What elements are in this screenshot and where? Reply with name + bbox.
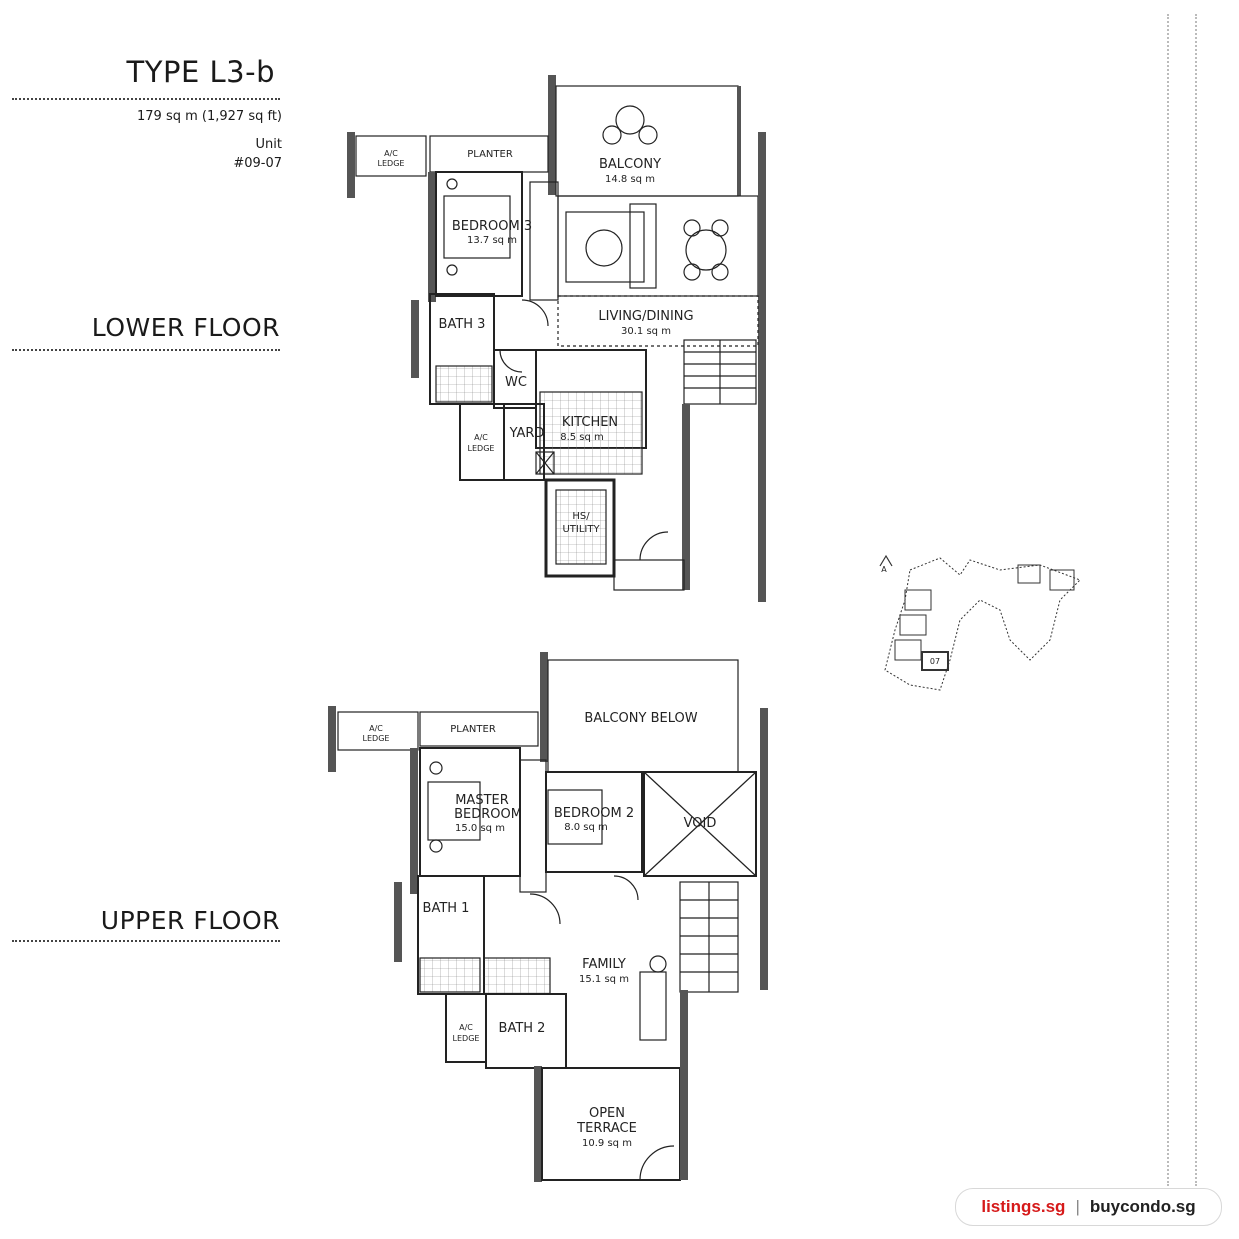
lower-ac-ledge-label-a: A/C [384,149,398,158]
lower-balcony-label: BALCONY [599,157,661,172]
family-area: 15.1 sq m [579,974,629,985]
upper-ac-ledge2-label-a: A/C [459,1023,473,1032]
bath1-label: BATH 1 [423,901,470,916]
watermark-site-a[interactable]: listings.sg [981,1197,1066,1216]
lower-ac-ledge2-label-b: LEDGE [468,444,495,453]
upper-floor-plan [328,652,768,1182]
lower-ac-ledge-label-b: LEDGE [378,159,405,168]
lower-floor-title: LOWER FLOOR [91,313,280,342]
yard-label: YARD [509,426,545,441]
family-label: FAMILY [582,957,626,972]
balcony-below-label: BALCONY BELOW [584,711,697,726]
bath2-label: BATH 2 [499,1021,546,1036]
hs-utility-label-a: HS/ [572,511,590,522]
living-dining-label: LIVING/DINING [598,309,693,324]
master-bedroom-area: 15.0 sq m [455,823,505,834]
unit-type-title: TYPE L3-b [126,55,275,89]
lower-floor-plan [347,75,766,602]
watermark-site-b[interactable]: buycondo.sg [1089,1197,1196,1216]
bath3-label: BATH 3 [439,317,486,332]
bedroom3-area: 13.7 sq m [467,235,517,246]
master-bedroom-label-a: MASTER [455,793,509,808]
keyplan-north-marker: A [881,565,887,574]
upper-planter-label: PLANTER [450,724,496,735]
bedroom2-label: BEDROOM 2 [554,806,634,821]
keyplan-unit-marker: 07 [930,657,940,666]
lower-floor-divider [12,349,280,351]
wc-label: WC [505,375,527,390]
upper-ac-ledge2-label-b: LEDGE [453,1034,480,1043]
title-divider [12,98,280,100]
unit-number: #09-07 [233,156,282,171]
hs-utility-label-b: UTILITY [562,524,600,535]
master-bedroom-label-b: BEDROOM [454,807,522,822]
lower-planter-label: PLANTER [467,149,513,160]
lower-balcony-area: 14.8 sq m [605,174,655,185]
upper-ac-ledge-label-a: A/C [369,724,383,733]
bedroom3-label: BEDROOM 3 [452,219,532,234]
upper-floor-title: UPPER FLOOR [100,906,280,935]
kitchen-label: KITCHEN [562,415,618,430]
kitchen-area: 8.5 sq m [560,432,604,443]
living-dining-area: 30.1 sq m [621,326,671,337]
unit-label: Unit [255,137,282,152]
open-terrace-area: 10.9 sq m [582,1138,632,1149]
void-label: VOID [684,816,717,831]
unit-area: 179 sq m (1,927 sq ft) [137,109,282,124]
lower-ac-ledge2-label-a: A/C [474,433,488,442]
watermark-separator: | [1075,1197,1080,1216]
watermark-badge: listings.sg | buycondo.sg [955,1188,1222,1226]
site-elevation-strip [1167,14,1197,1186]
upper-floor-divider [12,940,280,942]
key-plan [879,554,1081,691]
open-terrace-label-b: TERRACE [576,1121,637,1136]
open-terrace-label-a: OPEN [589,1106,625,1121]
bedroom2-area: 8.0 sq m [564,822,608,833]
upper-ac-ledge-label-b: LEDGE [363,734,390,743]
